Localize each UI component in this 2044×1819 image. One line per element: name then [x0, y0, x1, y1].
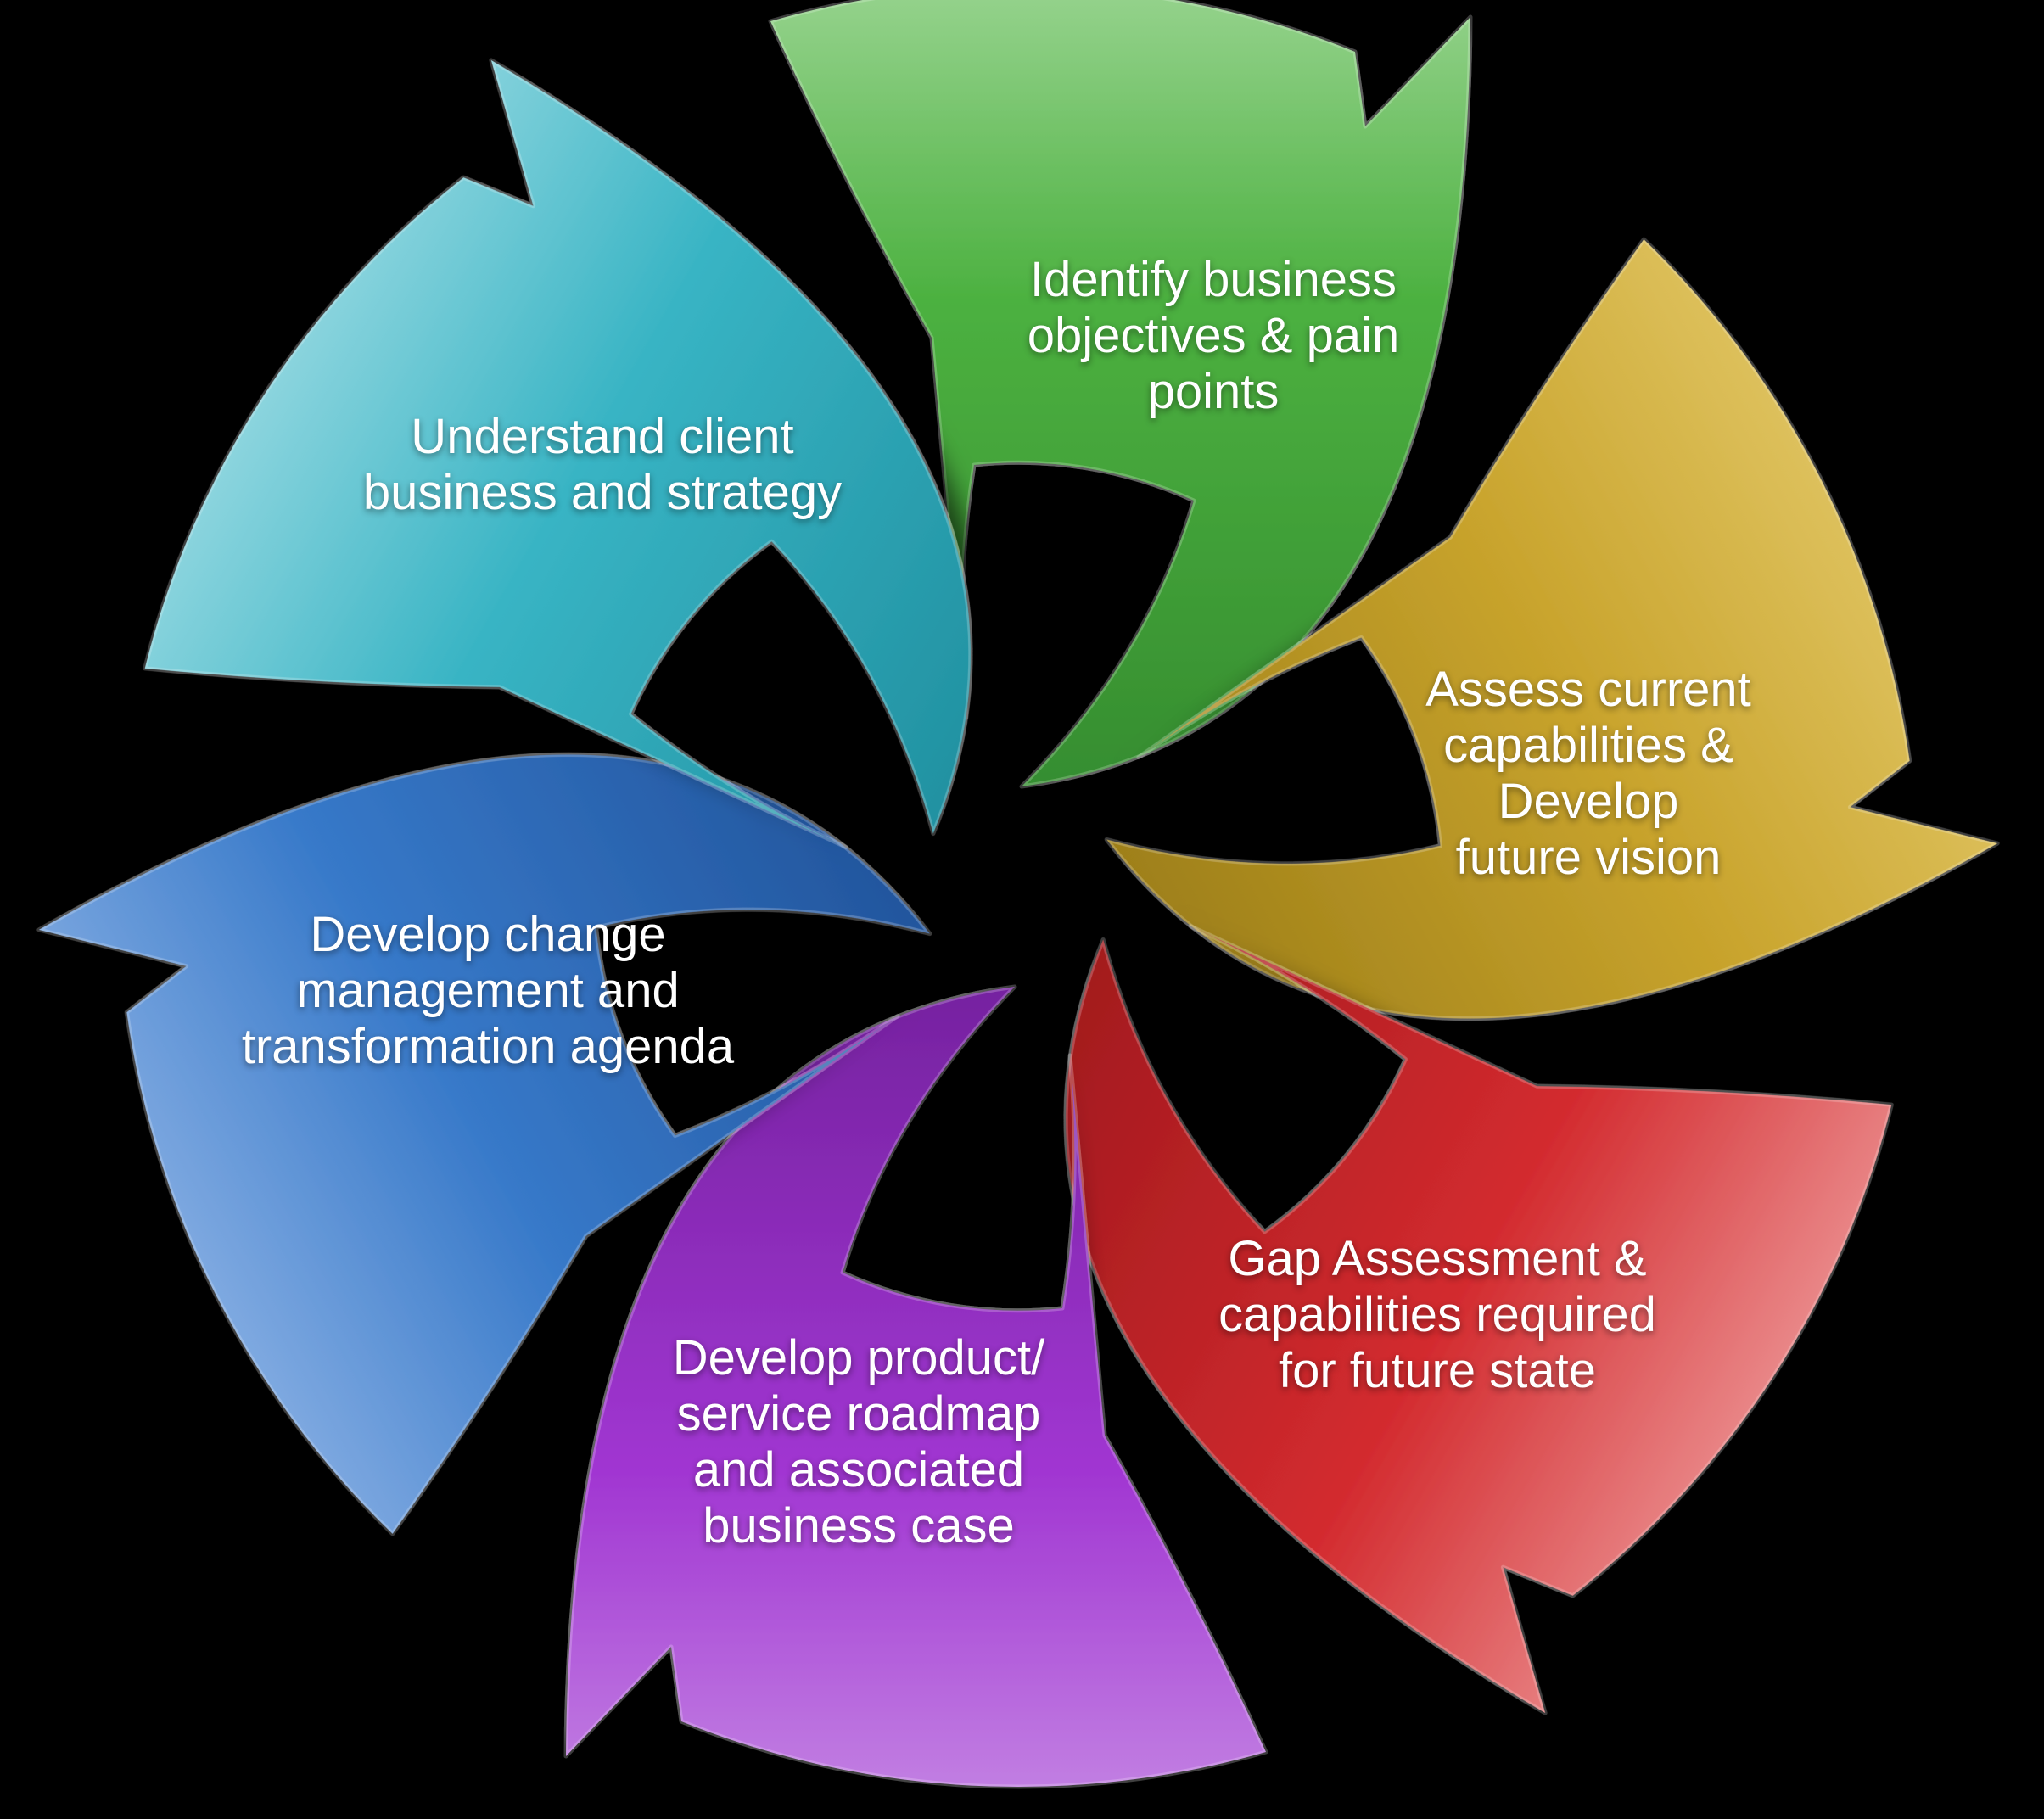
- cycle-arrow-change-management: [36, 752, 932, 1536]
- cycle-arrow-gap-assessment: [1063, 924, 1894, 1715]
- cycle-arrow-assess-capabilities: [1104, 237, 2000, 1021]
- cycle-arrow-understand-client: [143, 58, 973, 849]
- cycle-arrow-product-roadmap: [563, 984, 1268, 1789]
